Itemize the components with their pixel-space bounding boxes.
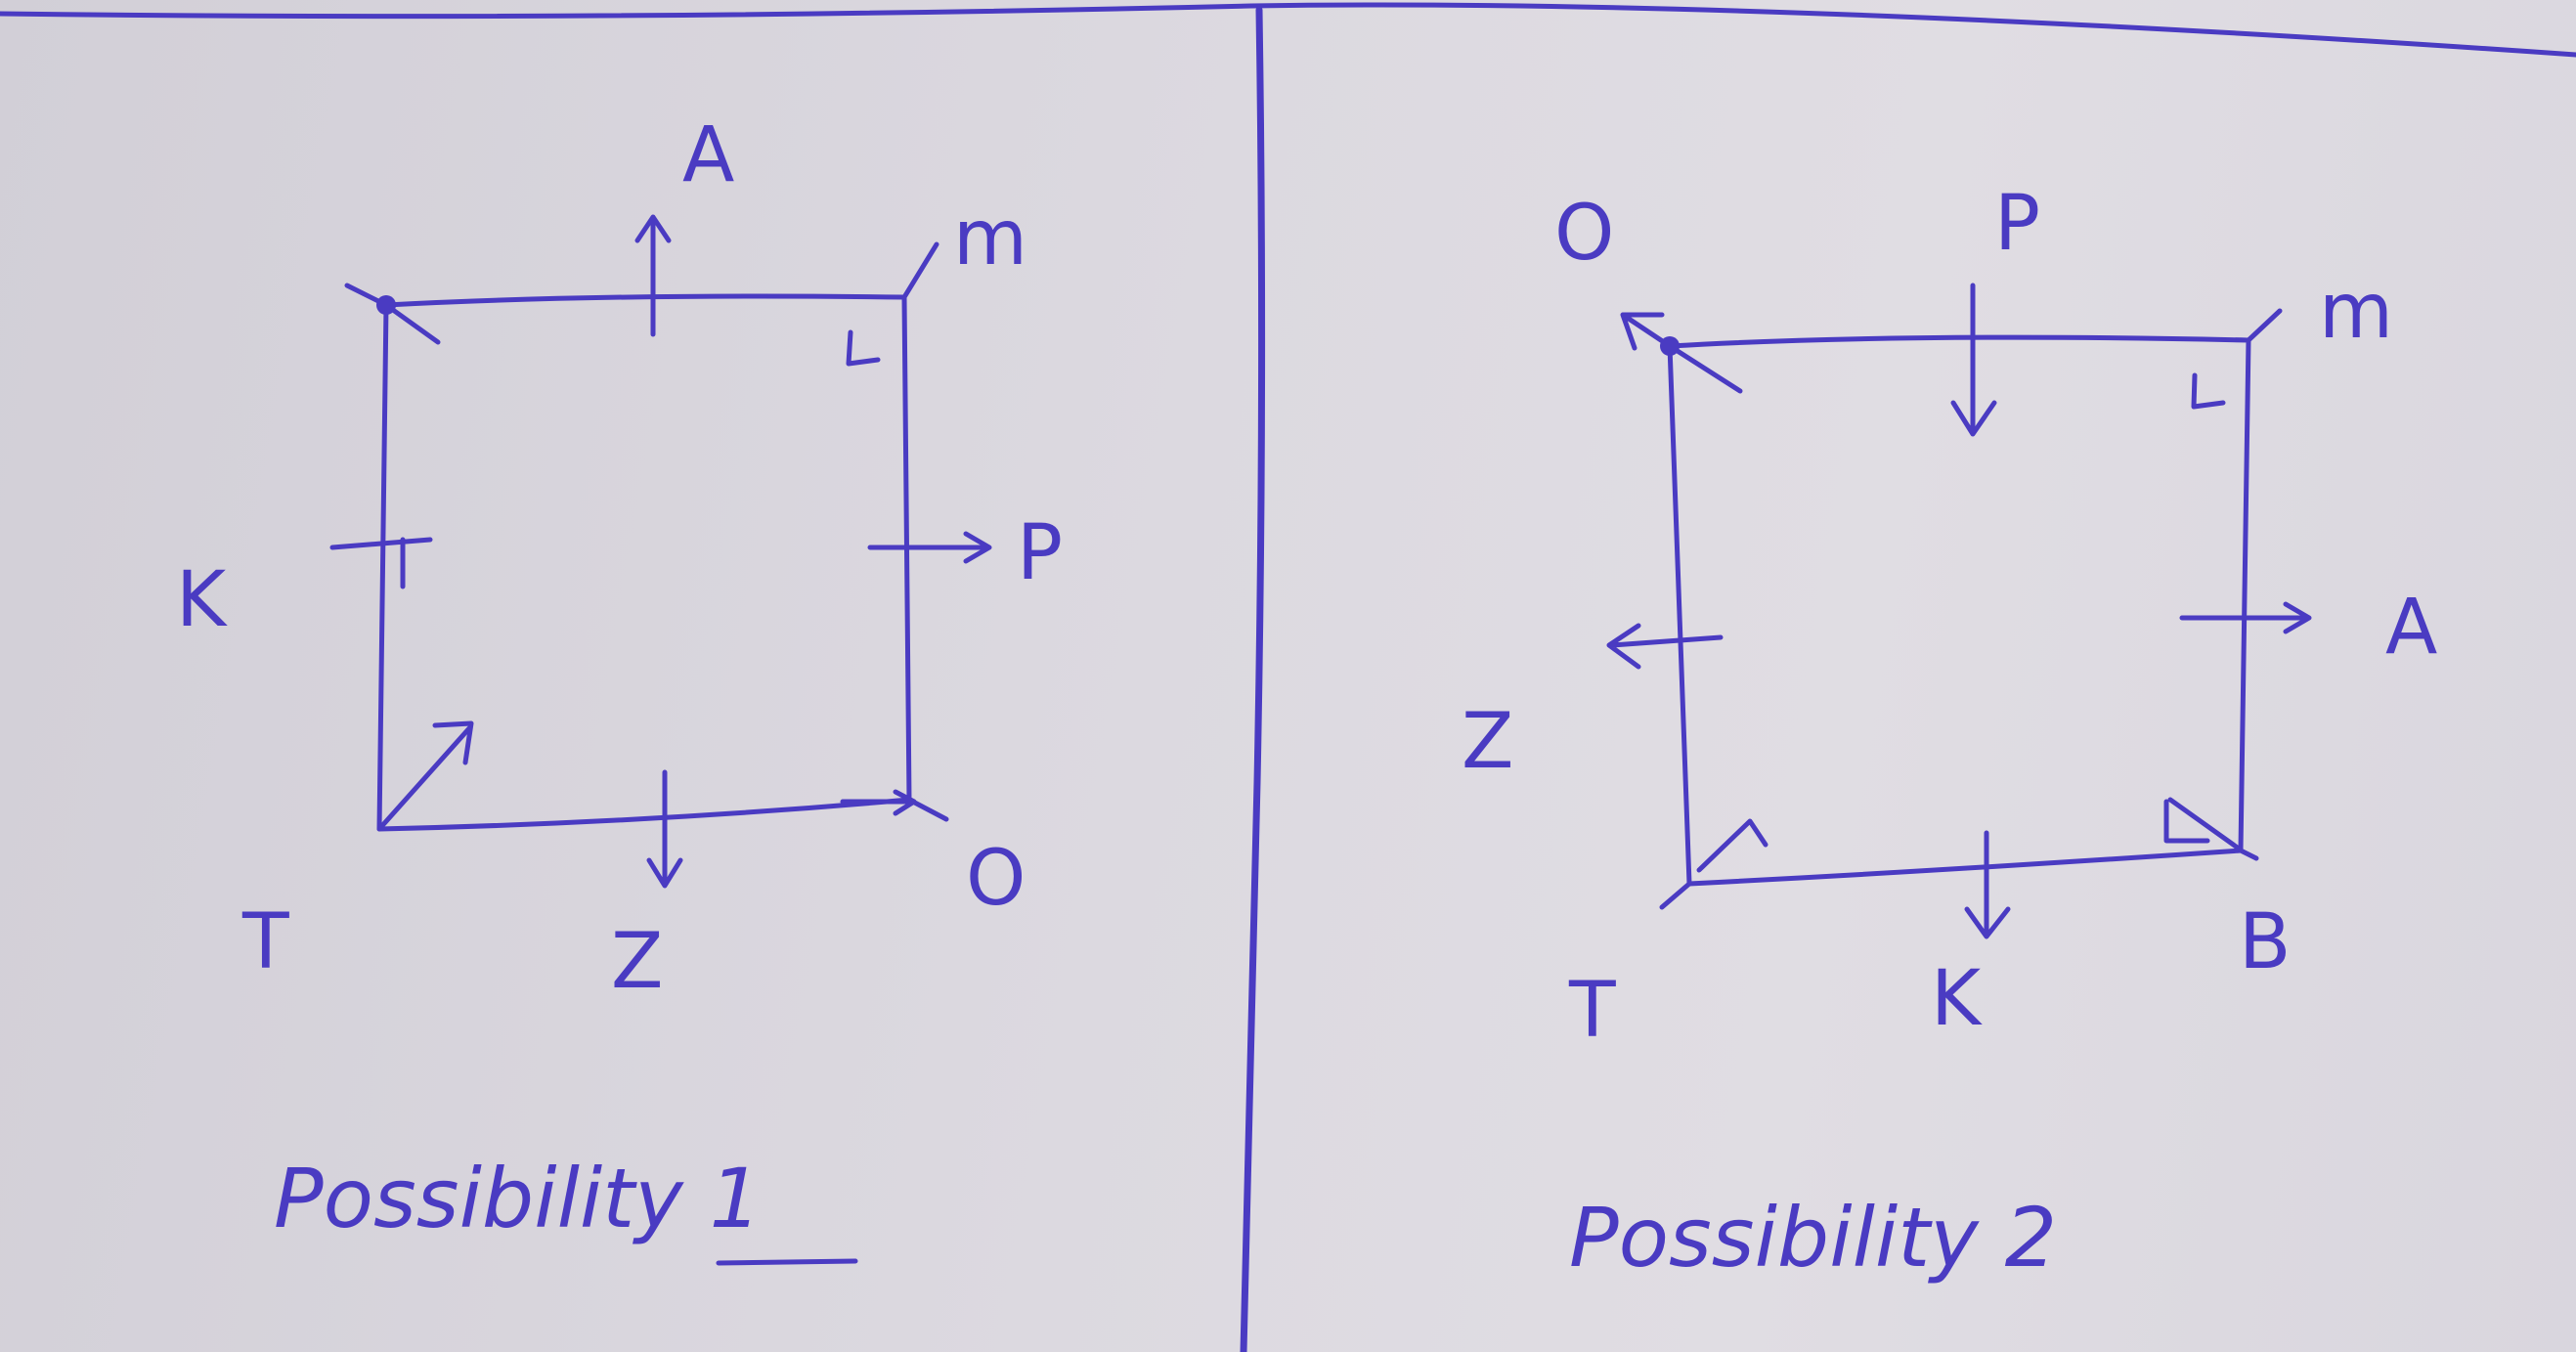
- p2-corner-dot: [1660, 336, 1680, 356]
- p1-label-A: A: [682, 111, 734, 199]
- p1-caption: Possibility 1: [274, 1151, 762, 1246]
- p2-arrow-A: [2179, 601, 2312, 634]
- top-border-line: [0, 2, 2576, 58]
- p2-label-P: P: [1994, 180, 2040, 268]
- p1-arrow-K: [329, 537, 433, 589]
- p2-label-O: O: [1554, 190, 1614, 278]
- p2-label-K: K: [1931, 955, 1983, 1043]
- p2-table-square: [1667, 334, 2251, 887]
- p2-label-m: m: [2319, 268, 2393, 356]
- p1-arrow-O: [840, 789, 949, 822]
- p1-label-K: K: [176, 556, 228, 644]
- p2-label-B: B: [2239, 898, 2292, 986]
- p1-arrow-m: [846, 241, 939, 367]
- p1-arrow-P: [867, 531, 992, 564]
- panel-possibility-1: A m P O Z T K Possibility 1: [176, 111, 1063, 1266]
- p1-label-m: m: [953, 195, 1027, 283]
- p1-label-P: P: [1017, 509, 1063, 597]
- p2-arrow-K: [1964, 830, 2011, 939]
- p1-label-Z: Z: [611, 918, 663, 1006]
- p1-arrow-A: [634, 214, 672, 337]
- panel-possibility-2: O P m A B K T Z Possibility 2: [1462, 180, 2437, 1286]
- p1-corner-dot: [376, 295, 396, 315]
- p2-label-A: A: [2385, 584, 2437, 672]
- p1-arrow-Z: [646, 769, 683, 889]
- p1-label-O: O: [966, 835, 1026, 923]
- p2-label-T: T: [1568, 967, 1616, 1055]
- p2-arrow-Z: [1606, 623, 1724, 670]
- p2-arrow-T: [1659, 818, 1768, 910]
- p2-arrow-B: [2163, 797, 2259, 861]
- p2-arrow-P: [1950, 283, 1997, 437]
- p1-caption-underline: [716, 1258, 858, 1266]
- center-divider: [1240, 6, 1266, 1352]
- p1-corner-top-left: [344, 283, 441, 345]
- p1-label-T: T: [241, 898, 289, 986]
- p1-arrow-T: [376, 720, 474, 832]
- p2-arrow-O: [1620, 312, 1743, 394]
- p2-label-Z: Z: [1462, 698, 1513, 786]
- p2-caption: Possibility 2: [1569, 1190, 2057, 1286]
- p2-arrow-m: [2191, 308, 2283, 410]
- p1-table-square: [376, 293, 912, 832]
